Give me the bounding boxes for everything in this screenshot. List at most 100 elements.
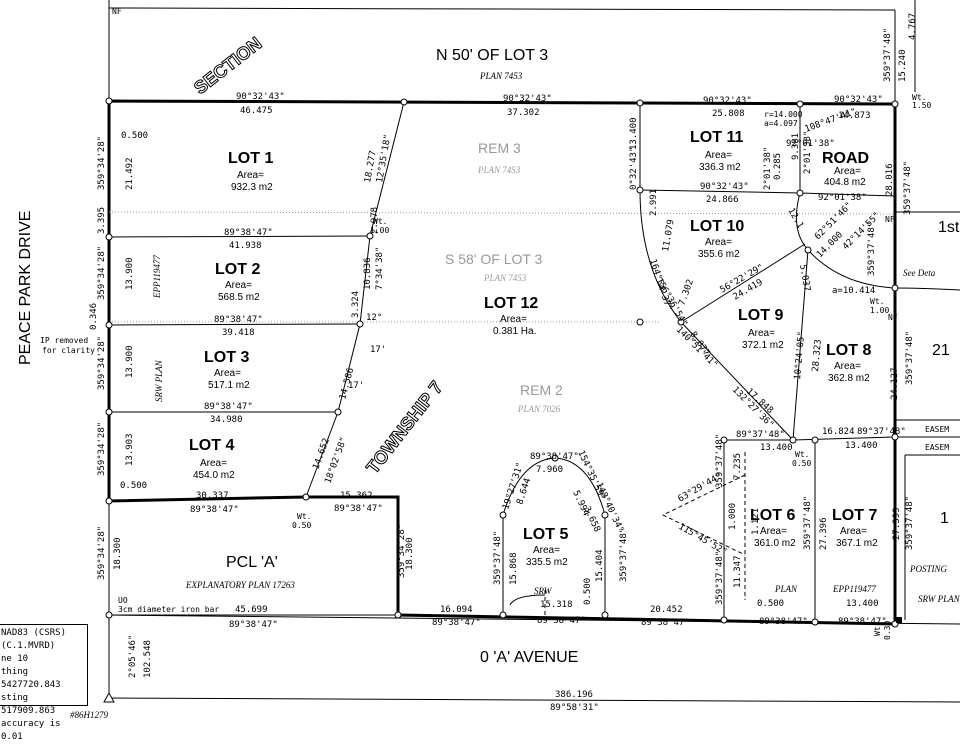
iron-bar-label: 3cm diameter iron bar — [118, 605, 219, 614]
section-label: SECTION — [190, 33, 265, 98]
dim-l8-bottom-brg: 89°37'48" — [857, 427, 906, 437]
wit-3-label: Wt. — [297, 512, 311, 521]
dim-l2-right-b: 10.836 — [363, 257, 373, 290]
dim-l4-bottom-brg: 89°38'47" — [190, 505, 239, 515]
dim-l3-left-brg: 359°34'28" — [97, 336, 107, 390]
first-street-line — [894, 287, 960, 291]
srw-label: SRW — [534, 586, 553, 596]
legend-line-2: (C.1.MVRD) — [1, 641, 56, 651]
plan-label: PLAN — [774, 584, 798, 594]
traverse-line — [108, 697, 960, 703]
dim-l6-top: 13.400 — [760, 443, 793, 453]
dim-top-bearing-3: 90°32'43" — [703, 96, 752, 106]
dim-l3-side: 0.346 — [89, 303, 99, 330]
lot11-bottom-line — [639, 189, 801, 194]
north-lot-label: N 50' OF LOT 3 — [436, 47, 548, 64]
dim-l6-left-b: 11.347 — [733, 555, 743, 588]
dim-l1-left: 21.492 — [125, 157, 135, 190]
dim-bottom-left-a: 102.548 — [143, 640, 153, 678]
lot-11-area: 336.3 m2 — [699, 162, 741, 173]
lot-10-area-label: Area= — [705, 237, 732, 248]
rem2-label: REM 2 — [520, 382, 563, 398]
dim-l11-right-a: 9.381 — [791, 133, 801, 160]
dim-l1-bottom: 41.938 — [229, 241, 262, 251]
legend-line-3: ne 10 — [1, 654, 29, 664]
dim-l6-diag-b: 115°45'52" — [677, 522, 729, 558]
dim-l3-bottom-brg: 89°38'47" — [204, 402, 253, 412]
see-detail-label: See Deta — [903, 268, 936, 278]
north-boundary-line — [108, 7, 896, 11]
legend-line-1: NAD83 (CSRS) — [1, 628, 67, 638]
srw-plan-right-label: SRW PLAN — [918, 594, 960, 604]
dim-l8-right-brg: 359°37'48" — [905, 331, 915, 385]
dim-bottom-3: 15.318 — [540, 600, 573, 610]
dim-l6-left-a: 7.235 — [733, 453, 743, 480]
monument-label: #86H1279 — [70, 710, 108, 720]
dim-l2-right-brg: 7°34'38" — [375, 247, 385, 290]
lot-1-name: LOT 1 — [228, 150, 273, 167]
dim-bottom-left-brg: 2°05'46" — [128, 635, 138, 678]
dim-bottom-4: 20.452 — [650, 605, 683, 615]
dim-bottom-1-brg: 89°38'47" — [229, 620, 278, 630]
dim-l2-side-a: 3.395 — [97, 207, 107, 234]
posting-label: POSTING — [909, 564, 948, 574]
dim-l6-diag-c: 1.000 — [728, 503, 738, 530]
lot-3-area: 517.1 m2 — [208, 380, 250, 391]
lot-6-area: 361.0 m2 — [754, 538, 796, 549]
dim-l11-right-brg: 2°01'38" — [763, 147, 773, 190]
dim-l12-right-b: 11.079 — [661, 219, 676, 253]
dim-road-right-brg: 359°37'48" — [903, 161, 913, 215]
dim-l12-top-brg: 0°32'43" — [629, 147, 639, 190]
rem-dotted-line-1 — [108, 211, 896, 215]
dim-top-bearing-4: 90°32'43" — [834, 95, 883, 105]
lot-1-area-label: Area= — [237, 170, 264, 181]
dim-l9-right: 28.323 — [811, 339, 824, 372]
dim-l12-top: 13.400 — [629, 117, 639, 150]
dim-l4-bottom: 30.337 — [196, 491, 229, 501]
corner-marker — [896, 617, 902, 623]
dim-l1-bottom-brg: 89°38'47" — [224, 228, 273, 238]
dim-l7-right-brg: 359°37'48" — [905, 496, 915, 550]
wit-4-value: 0.50 — [792, 459, 811, 468]
dim-l8-arc-brg: 359°37'48" — [867, 222, 877, 276]
dim-top-dist-4: 14.873 — [838, 111, 871, 121]
lot-9-area: 372.1 m2 — [742, 340, 784, 351]
lot-5-area: 335.5 m2 — [526, 557, 568, 568]
right-lot-21: 21 — [932, 342, 950, 359]
dim-bottom-3-brg: 89°38'47" — [537, 616, 586, 626]
dim-l1-right-brg: 12°35'18" — [375, 134, 393, 184]
dim-top-dist-3: 25.808 — [712, 109, 745, 119]
dim-top-bearing-2: 90°32'43" — [503, 94, 552, 104]
rem2-plan: PLAN 7026 — [517, 404, 561, 414]
dim-l6-left-vbrg: 359°37'48" — [715, 551, 725, 605]
dim-l6-right: 27.396 — [819, 517, 829, 550]
dim-l3-angle: 12° — [366, 313, 382, 323]
wit-2-label: Wt. — [870, 297, 884, 306]
dim-l5-top-brg: 89°38'47" — [530, 452, 579, 462]
dim-top-dist-2: 37.302 — [507, 108, 540, 118]
road-parcel-area-label: Area= — [834, 166, 861, 177]
lot-4-area-label: Area= — [200, 458, 227, 469]
dim-top-right-a: 4.767 — [908, 13, 918, 40]
nf-label-top: NF — [112, 7, 122, 16]
s58-label: S 58' OF LOT 3 — [445, 251, 543, 267]
legend-line-4: thing 5427720.843 — [1, 667, 61, 690]
lot-12-area-label: Area= — [500, 314, 527, 325]
uo-label: UO — [118, 596, 128, 605]
dim-pcl-right-brg: 359°34'28" — [397, 524, 407, 578]
dim-l5-top: 7.960 — [536, 465, 563, 475]
dim-top-right-brg: 359°37'48" — [883, 28, 893, 82]
dim-r-val: r=14.000 — [764, 110, 803, 119]
lot2-lot3-line — [108, 323, 361, 326]
dim-l12-right-c: 7.302 — [677, 278, 696, 307]
dim-l2-right-a: 2.978 — [370, 207, 380, 234]
dim-l10-arc-c: 12.1 — [785, 207, 805, 231]
lot-4-name: LOT 4 — [189, 437, 234, 454]
lot-1-area: 932.3 m2 — [231, 182, 273, 193]
dim-l3-bottom: 34.980 — [210, 415, 243, 425]
lot-10-name: LOT 10 — [690, 218, 744, 235]
dim-l5-bottom-side: 0.500 — [583, 578, 593, 605]
road-parcel-name: ROAD — [822, 150, 869, 167]
dim-bottom-2: 16.094 — [440, 605, 473, 615]
dim-bottom-total-brg: 89°58'31" — [550, 703, 599, 713]
